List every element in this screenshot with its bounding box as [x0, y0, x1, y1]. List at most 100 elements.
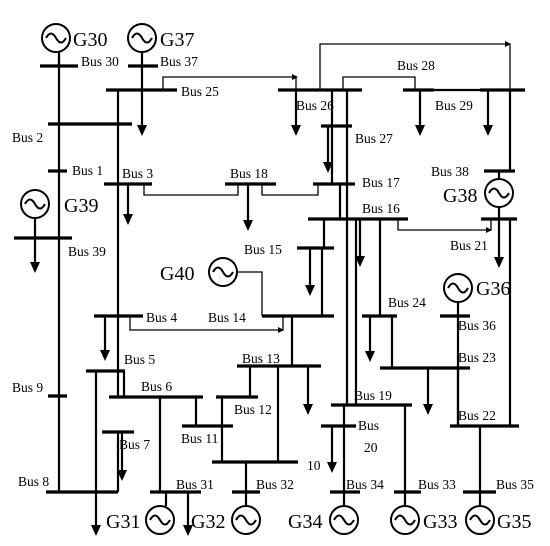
- load-arrow-bus28: [415, 125, 425, 136]
- label-g39: G39: [64, 195, 98, 217]
- label-g34: G34: [288, 511, 322, 533]
- arrowhead-bus4-bus14: [278, 327, 284, 333]
- generators: [20, 23, 514, 535]
- load-arrow-bus21: [494, 257, 504, 268]
- branch-bus18-bus17: [261, 184, 319, 196]
- label-bus38: Bus 38: [431, 164, 469, 179]
- generator-g31-icon: [145, 505, 175, 535]
- generator-labels: G30 G37 G39 G38 G40 G36 G31 G32 G34 G33 …: [64, 29, 531, 533]
- generator-g38-icon: [484, 178, 514, 208]
- label-bus26: Bus 26: [296, 98, 334, 113]
- label-bus30: Bus 30: [81, 54, 119, 69]
- label-g35: G35: [497, 511, 531, 533]
- label-g33: G33: [423, 511, 457, 533]
- label-bus19: Bus 19: [354, 388, 392, 403]
- label-bus1: Bus 1: [72, 163, 103, 178]
- load-arrow-bus24: [365, 351, 375, 362]
- generator-g30-icon: [41, 23, 71, 53]
- load-arrow-bus7: [117, 470, 127, 481]
- label-bus27: Bus 27: [355, 131, 393, 146]
- label-bus10: 10: [307, 458, 321, 473]
- branch-bus16-bus21: [397, 219, 492, 231]
- branch-bus26-bus29: [319, 43, 511, 90]
- label-bus2: Bus 2: [12, 130, 43, 145]
- label-bus11: Bus 11: [181, 431, 218, 446]
- load-arrow-bus4: [100, 350, 110, 361]
- bus-labels: Bus 30 Bus 37 Bus 25 Bus 26 Bus 28 Bus 2…: [12, 54, 534, 492]
- generator-g39-icon: [20, 189, 50, 219]
- label-g36: G36: [476, 278, 510, 300]
- generator-g32-icon: [231, 505, 261, 535]
- load-arrow-bus23: [423, 404, 433, 415]
- label-g40: G40: [160, 263, 194, 285]
- label-bus3: Bus 3: [122, 166, 153, 181]
- label-bus37: Bus 37: [160, 54, 198, 69]
- branch-bus25-bus26: [162, 76, 297, 90]
- load-arrows: [30, 41, 511, 536]
- load-arrow-bus31: [183, 525, 193, 536]
- load-arrow-bus27: [323, 162, 333, 173]
- label-bus16: Bus 16: [362, 201, 400, 216]
- load-arrow-bus26: [291, 125, 301, 136]
- label-g30: G30: [73, 29, 107, 51]
- load-arrow-bus39: [30, 262, 40, 273]
- label-bus20-line1: Bus: [358, 418, 379, 433]
- load-arrow-bus13: [303, 404, 313, 415]
- label-bus36: Bus 36: [458, 318, 496, 333]
- branch-bus26-bus28: [342, 76, 416, 90]
- label-bus8: Bus 8: [18, 474, 49, 489]
- load-arrow-bus16: [355, 256, 365, 267]
- generator-g35-icon: [465, 505, 495, 535]
- label-bus20-line2: 20: [364, 440, 378, 455]
- label-bus6: Bus 6: [141, 379, 172, 394]
- label-bus18: Bus 18: [230, 166, 268, 181]
- label-bus28: Bus 28: [397, 58, 435, 73]
- arrowhead-bus25-bus26: [292, 74, 298, 80]
- generator-g40-icon: [208, 257, 238, 287]
- load-arrow-bus15: [305, 285, 315, 296]
- load-arrow-bus3: [123, 214, 133, 225]
- label-g37: G37: [160, 29, 194, 51]
- load-arrow-bus25: [137, 125, 147, 136]
- load-arrow-bus8: [91, 525, 101, 536]
- branch-g40-bus14: [238, 271, 263, 316]
- branch-bus3-bus18: [143, 184, 239, 196]
- label-bus12: Bus 12: [234, 402, 272, 417]
- label-bus25: Bus 25: [181, 84, 219, 99]
- branch-lines: [33, 43, 512, 506]
- label-bus23: Bus 23: [458, 350, 496, 365]
- label-bus22: Bus 22: [458, 408, 496, 423]
- load-arrow-bus18: [243, 220, 253, 231]
- label-g31: G31: [106, 511, 140, 533]
- label-g32: G32: [191, 511, 225, 533]
- label-g38: G38: [443, 185, 477, 207]
- generator-g37-icon: [127, 23, 157, 53]
- label-bus7: Bus 7: [119, 437, 150, 452]
- label-bus4: Bus 4: [146, 310, 177, 325]
- label-bus29: Bus 29: [435, 98, 473, 113]
- label-bus15: Bus 15: [244, 242, 282, 257]
- label-bus13: Bus 13: [242, 351, 280, 366]
- label-bus35: Bus 35: [496, 477, 534, 492]
- label-bus5: Bus 5: [124, 352, 155, 367]
- label-bus39: Bus 39: [68, 244, 106, 259]
- label-bus32: Bus 32: [256, 477, 294, 492]
- label-bus9: Bus 9: [12, 380, 43, 395]
- arrowhead-bus26-bus29: [505, 41, 511, 47]
- label-bus14: Bus 14: [208, 310, 246, 325]
- load-arrow-bus29: [483, 125, 493, 136]
- generator-g36-icon: [443, 273, 473, 303]
- label-bus17: Bus 17: [362, 175, 400, 190]
- label-bus33: Bus 33: [418, 477, 456, 492]
- generator-g34-icon: [329, 505, 359, 535]
- arrowhead-bus16-bus21: [486, 227, 492, 233]
- label-bus24: Bus 24: [388, 295, 426, 310]
- generator-g33-icon: [390, 505, 420, 535]
- label-bus21: Bus 21: [450, 238, 488, 253]
- load-arrow-bus20: [327, 462, 337, 473]
- branch-bus4-bus14: [129, 316, 284, 331]
- label-bus34: Bus 34: [346, 477, 384, 492]
- label-bus31: Bus 31: [176, 477, 214, 492]
